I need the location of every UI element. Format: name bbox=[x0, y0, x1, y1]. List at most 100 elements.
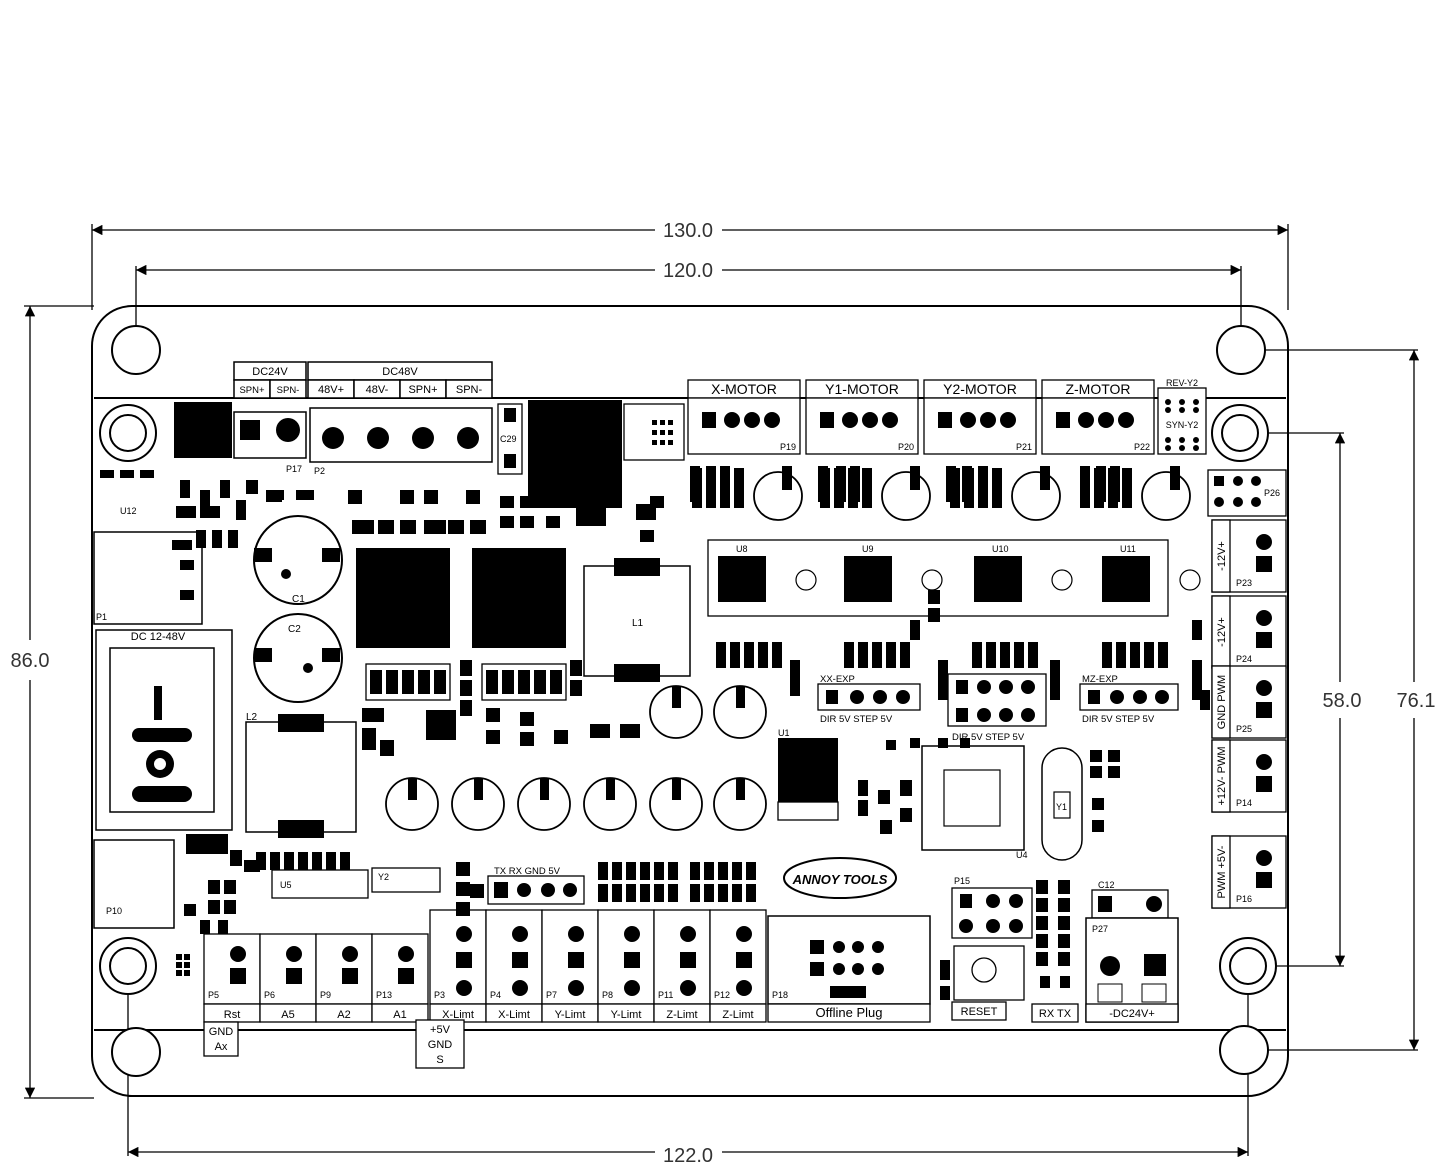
c2-label: C2 bbox=[288, 624, 301, 635]
u12-label: U12 bbox=[120, 506, 137, 516]
motor-label-0: X-MOTOR bbox=[711, 381, 777, 397]
brand-logo: ANNOY TOOLS bbox=[783, 857, 897, 899]
driver-ic-0 bbox=[718, 556, 766, 602]
dc24v-label: DC24V bbox=[252, 366, 288, 378]
offline-plug-label: Offline Plug bbox=[816, 1005, 883, 1020]
bottom-port-id-2: P9 bbox=[320, 990, 331, 1000]
bottom-port-id-8: P11 bbox=[658, 990, 673, 1000]
dim-130: 130.0 bbox=[663, 220, 713, 242]
xx-exp-label: XX-EXP bbox=[820, 674, 855, 685]
bottom-port-id-9: P12 bbox=[714, 990, 730, 1000]
pin-spn-plus-48: SPN+ bbox=[408, 384, 437, 396]
right-port-2: GND PWM P25 bbox=[1211, 665, 1287, 739]
mid-exp-pins: DIR 5V STEP 5V bbox=[952, 732, 1025, 743]
mounting-holes bbox=[99, 325, 1277, 1077]
driver-label-0: U8 bbox=[736, 544, 748, 554]
dim-86: 86.0 bbox=[11, 650, 50, 672]
svg-text:ANNOY TOOLS: ANNOY TOOLS bbox=[792, 872, 888, 887]
driver-ic-2 bbox=[974, 556, 1022, 602]
terminal-contacts bbox=[240, 418, 479, 449]
right-port-id-3: P14 bbox=[1236, 798, 1252, 808]
p1-label: P1 bbox=[96, 612, 107, 622]
bottom-ports: P5RstP6A5P9A2P13A1P3X-LimtP4X-LimtP7Y-Li… bbox=[203, 909, 767, 1023]
p18-label: P18 bbox=[772, 990, 788, 1000]
electrolytic-caps bbox=[385, 685, 767, 831]
c1-label: C1 bbox=[292, 594, 305, 605]
motor-label-1: Y1-MOTOR bbox=[825, 381, 899, 397]
motor-cap-2 bbox=[1011, 471, 1061, 521]
dim-58: 58.0 bbox=[1323, 690, 1362, 712]
ics-top bbox=[174, 400, 622, 648]
bottom-port-id-1: P6 bbox=[264, 990, 275, 1000]
right-port-id-4: P16 bbox=[1236, 894, 1252, 904]
rev-y2-label: REV-Y2 bbox=[1166, 378, 1198, 388]
p27-label: P27 bbox=[1092, 924, 1108, 934]
caps-big bbox=[253, 515, 343, 703]
motor-cap-1 bbox=[881, 471, 931, 521]
y2-label: Y2 bbox=[378, 872, 389, 882]
bottom-port-label-2: A2 bbox=[337, 1009, 350, 1021]
spn-minus-24: SPN- bbox=[277, 385, 300, 396]
bottom-label-boxes bbox=[203, 1001, 1179, 1069]
right-port-id-0: P23 bbox=[1236, 578, 1252, 588]
bottom-port-label-6: Y-Limt bbox=[555, 1009, 586, 1021]
right-port-id-2: P25 bbox=[1236, 724, 1252, 734]
motor-connectors: X-MOTOR P19 Y1-MOTOR P20 Y2-MOTORP21Z-MOTORP… bbox=[687, 379, 1155, 455]
dim-120: 120.0 bbox=[663, 260, 713, 282]
dc-out-label: -DC24V+ bbox=[1109, 1008, 1155, 1020]
limit-gnd-label: GND bbox=[428, 1039, 453, 1051]
bottom-port-id-7: P8 bbox=[602, 990, 613, 1000]
bottom-port-label-3: A1 bbox=[393, 1009, 406, 1021]
motor-port-2: P21 bbox=[1016, 442, 1032, 452]
motor-port-1: P20 bbox=[898, 442, 914, 452]
p15-label: P15 bbox=[954, 876, 970, 886]
terminal-labels: DC24V SPN+ SPN- DC48V 48V+ 48V- SPN+ SPN… bbox=[239, 366, 482, 476]
driver-label-1: U9 bbox=[862, 544, 874, 554]
dimension-labels: 130.0 120.0 122.0 86.0 58.0 76.1 bbox=[11, 220, 1436, 1167]
bottom-port-id-5: P4 bbox=[490, 990, 501, 1000]
smd-components bbox=[100, 466, 1210, 1000]
p26-label: P26 bbox=[1264, 488, 1280, 498]
right-port-label-2: GND PWM bbox=[1216, 675, 1228, 729]
dc-input-label: DC 12-48V bbox=[131, 631, 186, 643]
pin-spn-minus-48: SPN- bbox=[456, 384, 483, 396]
bottom-port-label-4: X-Limt bbox=[442, 1009, 474, 1021]
uart-label: TX RX GND 5V bbox=[494, 866, 561, 877]
bottom-port-label-5: X-Limt bbox=[498, 1009, 530, 1021]
motor-port-0: P19 bbox=[780, 442, 796, 452]
right-port-label-1: -12V+ bbox=[1216, 617, 1228, 647]
bottom-port-label-7: Y-Limt bbox=[611, 1009, 642, 1021]
driver-label-2: U10 bbox=[992, 544, 1009, 554]
limit-5v-label: +5V bbox=[430, 1024, 451, 1036]
dim-122: 122.0 bbox=[663, 1145, 713, 1166]
bottom-port-label-8: Z-Limt bbox=[666, 1009, 697, 1021]
u1-label: U1 bbox=[778, 728, 790, 738]
dc48v-label: DC48V bbox=[382, 366, 418, 378]
mz-exp-pins: DIR 5V STEP 5V bbox=[1082, 714, 1155, 725]
xx-exp-pins: DIR 5V STEP 5V bbox=[820, 714, 893, 725]
dim-76: 76.1 bbox=[1397, 690, 1436, 712]
gnd-label: GND bbox=[209, 1026, 234, 1038]
p10-label: P10 bbox=[106, 906, 122, 916]
c29-label: C29 bbox=[500, 434, 517, 444]
motor-port-3: P22 bbox=[1134, 442, 1150, 452]
ax-label: Ax bbox=[215, 1041, 228, 1053]
power-switch bbox=[132, 686, 192, 802]
bottom-port-label-9: Z-Limt bbox=[722, 1009, 753, 1021]
motor-cap-3 bbox=[1141, 471, 1191, 521]
l2-label: L2 bbox=[246, 712, 258, 723]
motor-connector-1: Y1-MOTOR P20 bbox=[805, 379, 919, 455]
right-port-1: -12V+ P24 bbox=[1211, 595, 1287, 669]
bottom-port-id-4: P3 bbox=[434, 990, 445, 1000]
right-port-id-1: P24 bbox=[1236, 654, 1252, 664]
driver-ic-3 bbox=[1102, 556, 1150, 602]
bottom-port-4: P3X-Limt bbox=[429, 909, 487, 1023]
